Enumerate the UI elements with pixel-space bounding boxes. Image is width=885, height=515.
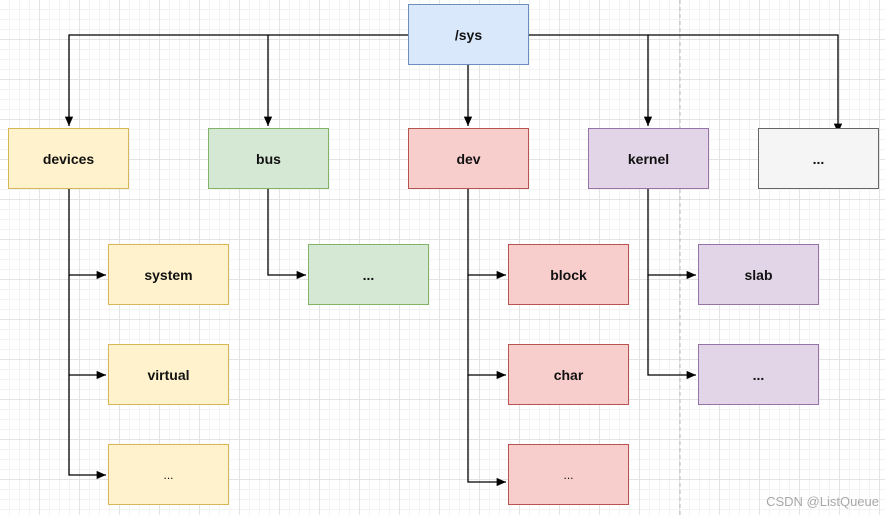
root-node-sys[interactable]: /sys <box>408 4 529 65</box>
edge-devices-more <box>68 375 106 480</box>
edge-dev-more <box>467 375 506 487</box>
edge-devices-virtual <box>68 275 106 380</box>
edge-root-devices <box>64 34 409 126</box>
node-devices-virtual[interactable]: virtual <box>108 344 229 405</box>
edge-root-kernel <box>528 34 653 126</box>
node-kernel-slab[interactable]: slab <box>698 244 819 305</box>
edge-devices-system <box>68 188 106 280</box>
node-dev-more[interactable]: ... <box>508 444 629 505</box>
node-devices-system[interactable]: system <box>108 244 229 305</box>
edge-bus-more <box>267 188 306 280</box>
node-more[interactable]: ... <box>758 128 879 189</box>
edge-dev-char <box>467 275 506 380</box>
node-devices[interactable]: devices <box>8 128 129 189</box>
edge-kernel-more <box>647 275 696 380</box>
node-devices-more[interactable]: ... <box>108 444 229 505</box>
node-dev-block[interactable]: block <box>508 244 629 305</box>
node-kernel[interactable]: kernel <box>588 128 709 189</box>
watermark-text: CSDN @ListQueue <box>766 494 879 509</box>
node-dev[interactable]: dev <box>408 128 529 189</box>
node-kernel-more[interactable]: ... <box>698 344 819 405</box>
edge-dev-block <box>467 188 506 280</box>
node-bus[interactable]: bus <box>208 128 329 189</box>
node-bus-more[interactable]: ... <box>308 244 429 305</box>
edge-root-more <box>648 34 843 133</box>
edge-kernel-slab <box>647 188 696 280</box>
node-dev-char[interactable]: char <box>508 344 629 405</box>
